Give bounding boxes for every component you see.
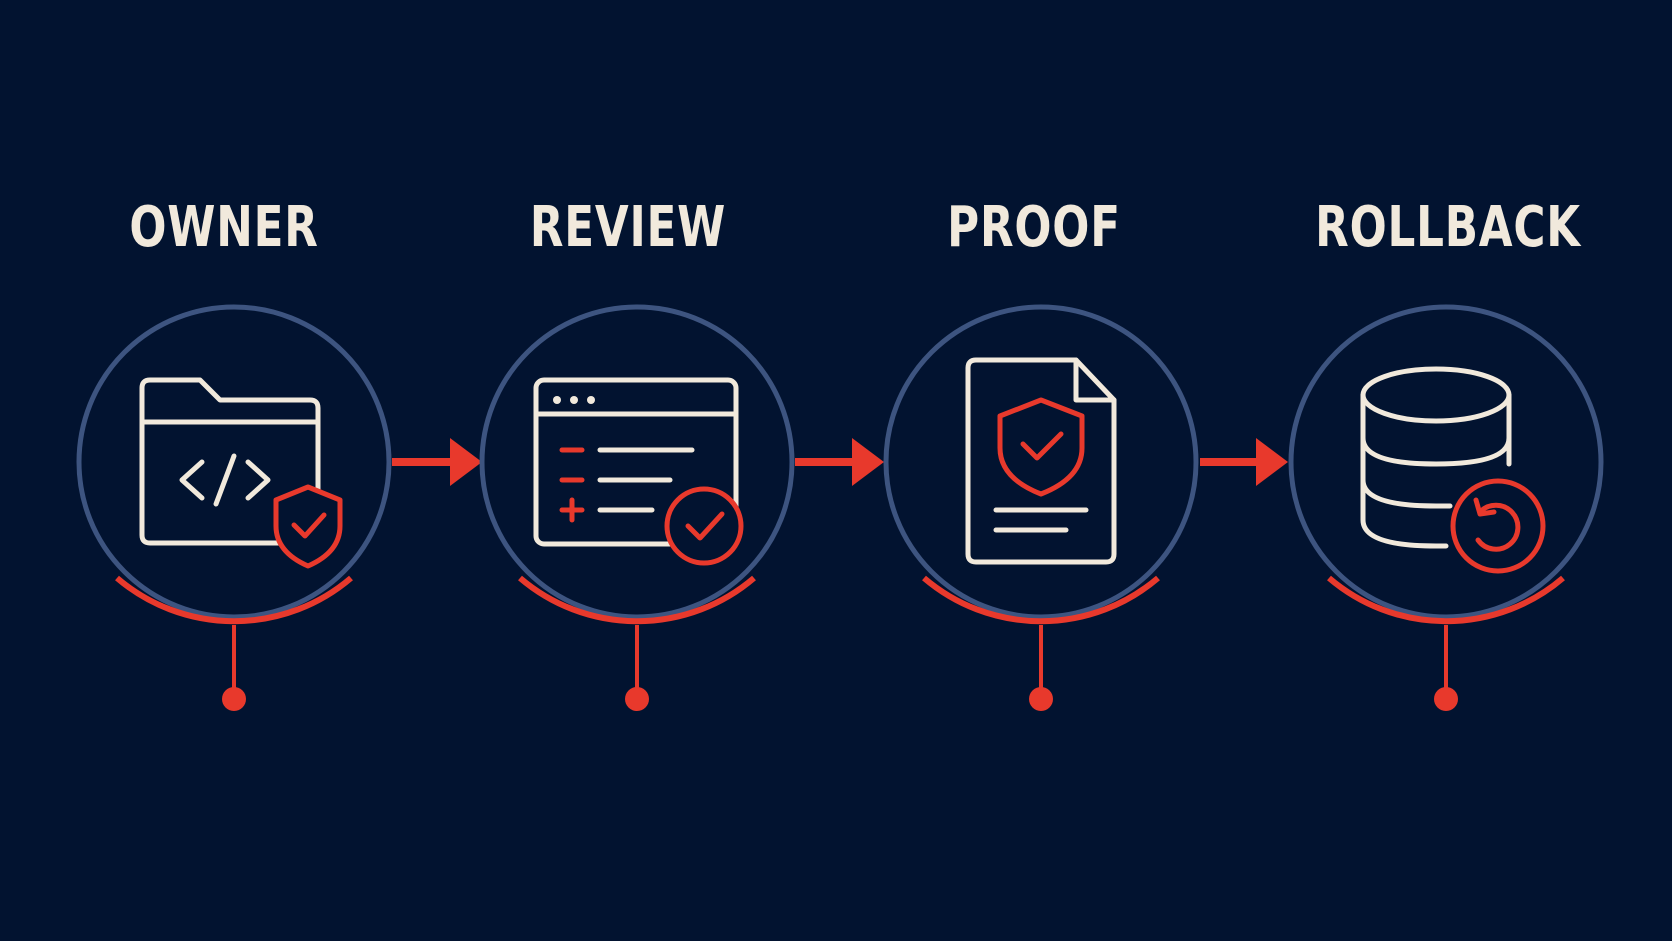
arrow-review-to-proof [795,438,884,486]
browser-checklist-check-icon [533,377,744,566]
arrow-owner-to-review [392,438,482,486]
step-dot [1434,687,1458,711]
step-ring [1288,304,1604,620]
step-proof [883,304,1199,711]
step-rollback [1288,304,1604,711]
arrow-proof-to-rollback [1200,438,1288,486]
step-accent-arc [922,575,1160,625]
step-owner [76,304,392,711]
step-label-review: REVIEW [529,195,727,260]
step-label-proof: PROOF [947,195,1121,260]
folder-code-shield-icon [139,377,343,569]
step-accent-arc [115,575,353,625]
step-dot [625,687,649,711]
step-accent-arc [1327,575,1565,625]
document-shield-check-icon [965,357,1117,565]
step-label-owner: OWNER [129,195,319,260]
step-ring [76,304,392,620]
database-rollback-icon [1360,366,1546,574]
step-review [479,304,795,711]
step-label-rollback: ROLLBACK [1315,195,1581,260]
step-dot [1029,687,1053,711]
step-ring [479,304,795,620]
step-ring [883,304,1199,620]
step-accent-arc [518,575,756,625]
step-dot [222,687,246,711]
